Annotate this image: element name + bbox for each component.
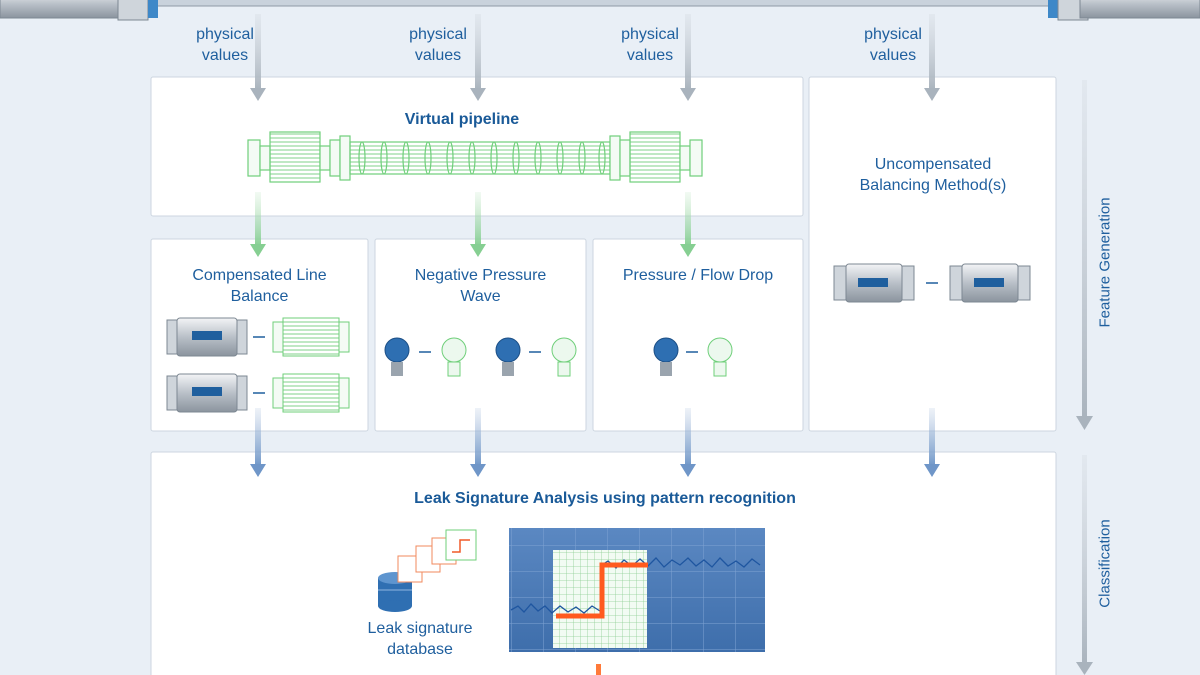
uncompensated-title: Uncompensated Balancing Method(s) xyxy=(859,156,1007,194)
real-pipeline xyxy=(0,0,1200,21)
input-label-3: physical values xyxy=(621,26,679,64)
clb-title: Compensated Line Balance xyxy=(192,267,327,305)
leak-signature-title: Leak Signature Analysis using pattern re… xyxy=(414,490,796,507)
pfd-transmitters-icon xyxy=(653,337,733,377)
virtual-pipeline-title: Virtual pipeline xyxy=(404,111,520,128)
virtual-pipeline-icon xyxy=(247,131,703,183)
uncompensated-panel xyxy=(808,76,1057,432)
pfd-panel xyxy=(592,238,804,432)
input-arrows xyxy=(250,14,940,101)
classification-arrows xyxy=(250,408,940,477)
feature-generation-label: Feature Generation xyxy=(1096,197,1114,328)
input-label-2: physical values xyxy=(409,26,467,64)
uncompensated-meters-icon xyxy=(833,263,1031,303)
side-arrows xyxy=(1076,80,1093,675)
input-label-4: physical values xyxy=(864,26,922,64)
database-icon xyxy=(378,529,477,612)
npw-transmitters-icon xyxy=(384,337,577,377)
pfd-title: Pressure / Flow Drop xyxy=(622,267,774,284)
input-label-1: physical values xyxy=(196,26,254,64)
database-label: Leak signature database xyxy=(367,620,473,658)
clb-meters-icon xyxy=(166,317,350,413)
signature-chart xyxy=(509,528,765,652)
feature-arrows xyxy=(250,192,696,257)
npw-title: Negative Pressure Wave xyxy=(414,267,547,305)
classification-label: Classification xyxy=(1096,519,1114,608)
output-arrow xyxy=(596,664,601,675)
